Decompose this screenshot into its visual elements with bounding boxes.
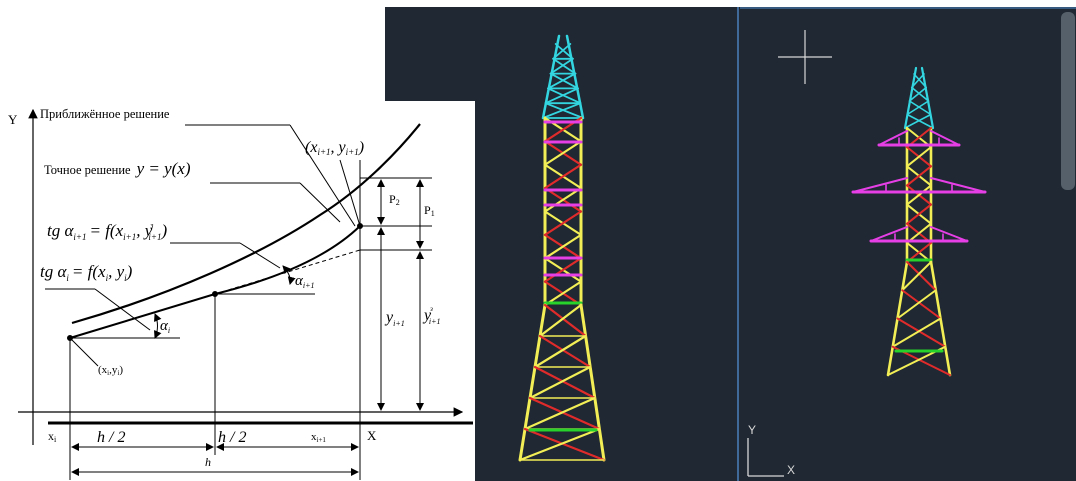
base-brace <box>543 303 587 338</box>
half-h-1-label: h / 2 <box>97 429 125 446</box>
base-brace <box>533 334 587 369</box>
y-next-label: yi+1 <box>384 309 405 328</box>
shaft-brace <box>543 233 583 260</box>
base-brace <box>523 427 606 462</box>
point-next-label: (xi+1, yi+1) <box>305 139 364 157</box>
tangent-dashed <box>214 249 361 295</box>
shaft-brace <box>543 140 583 166</box>
cad-background <box>385 7 1076 101</box>
base-brace <box>518 427 601 462</box>
lattice-tower-front <box>518 34 606 462</box>
peak-brace <box>908 100 932 116</box>
peak-brace <box>547 87 582 105</box>
point-i-label: (xi,yi) <box>98 364 123 377</box>
crossarm-tie <box>878 130 908 146</box>
peak-brace <box>906 100 930 116</box>
base-brace <box>901 261 932 292</box>
x-next-label: xi+1 <box>311 431 326 444</box>
peak-brace <box>552 43 572 60</box>
base-brace <box>906 261 937 292</box>
ucs-icon <box>747 438 784 477</box>
peak-brace <box>554 43 574 60</box>
half-h-2-label: h / 2 <box>218 429 246 446</box>
x-axis-label: X <box>367 428 377 443</box>
crossarm-tie <box>870 226 908 242</box>
peak-brace <box>910 86 930 102</box>
peak-brace <box>547 72 577 90</box>
p1-label: P1 <box>424 203 435 218</box>
angle-arc-i <box>153 313 162 339</box>
shaft-brace <box>906 203 932 225</box>
base-leg <box>518 303 547 462</box>
base-brace <box>891 317 942 348</box>
shaft-brace <box>543 187 583 213</box>
cad-viewport: Y X <box>385 7 1076 481</box>
peak-leg <box>920 66 935 130</box>
peak-brace <box>544 102 584 119</box>
crossarm-tie <box>930 226 968 242</box>
shaft-brace <box>906 184 932 206</box>
base-brace <box>538 303 583 338</box>
base-brace <box>538 334 592 369</box>
shaft-brace <box>543 257 583 283</box>
peak-leg <box>903 66 918 130</box>
x-i-label: xi <box>48 429 57 444</box>
peak-brace <box>544 87 579 105</box>
base-brace <box>901 289 942 320</box>
tg-alpha-i-label: tg αi= f(xi, yi) <box>40 262 133 283</box>
shaft-brace <box>906 165 932 187</box>
alpha-i-label: αi <box>160 318 170 335</box>
ucs-y-label: Y <box>748 423 756 437</box>
h-label: h <box>205 455 211 469</box>
euler-method-diagram <box>0 0 475 481</box>
base-brace <box>523 396 596 431</box>
base-brace <box>528 396 601 431</box>
peak-brace <box>908 86 928 102</box>
peak-leg <box>541 34 561 120</box>
shaft-brace <box>543 210 583 236</box>
scrollbar[interactable] <box>1061 12 1075 190</box>
peak-brace <box>542 102 582 119</box>
peak-brace <box>552 57 577 75</box>
ucs-x-label: X <box>787 463 795 477</box>
y-axis-label: Y <box>8 112 18 127</box>
peak-brace <box>549 72 579 90</box>
peak-leg <box>565 34 585 120</box>
peak-brace <box>906 113 934 129</box>
approx-solution-label: Приближённое решение <box>40 107 170 121</box>
shaft-brace <box>906 146 932 168</box>
shaft-brace <box>543 163 583 190</box>
p2-label: P2 <box>389 192 400 207</box>
exact-solution-curve <box>71 123 421 325</box>
peak-brace <box>549 57 574 75</box>
crossarm-tie <box>930 177 986 193</box>
alpha-next-label: αi+1 <box>295 273 315 290</box>
base-brace <box>896 317 947 348</box>
peak-brace <box>913 73 928 89</box>
crosshair-cursor <box>778 30 832 84</box>
base-brace <box>896 289 937 320</box>
peak-brace <box>904 113 932 129</box>
crossarm-tie <box>930 130 960 146</box>
crossarm-tie <box>852 177 908 193</box>
base-brace <box>528 365 592 400</box>
shaft-brace <box>543 280 583 307</box>
base-leg <box>579 303 606 462</box>
angle-arc-next <box>282 265 296 285</box>
peak-brace <box>910 73 925 89</box>
base-brace <box>533 365 596 400</box>
lattice-tower-side <box>851 66 987 377</box>
